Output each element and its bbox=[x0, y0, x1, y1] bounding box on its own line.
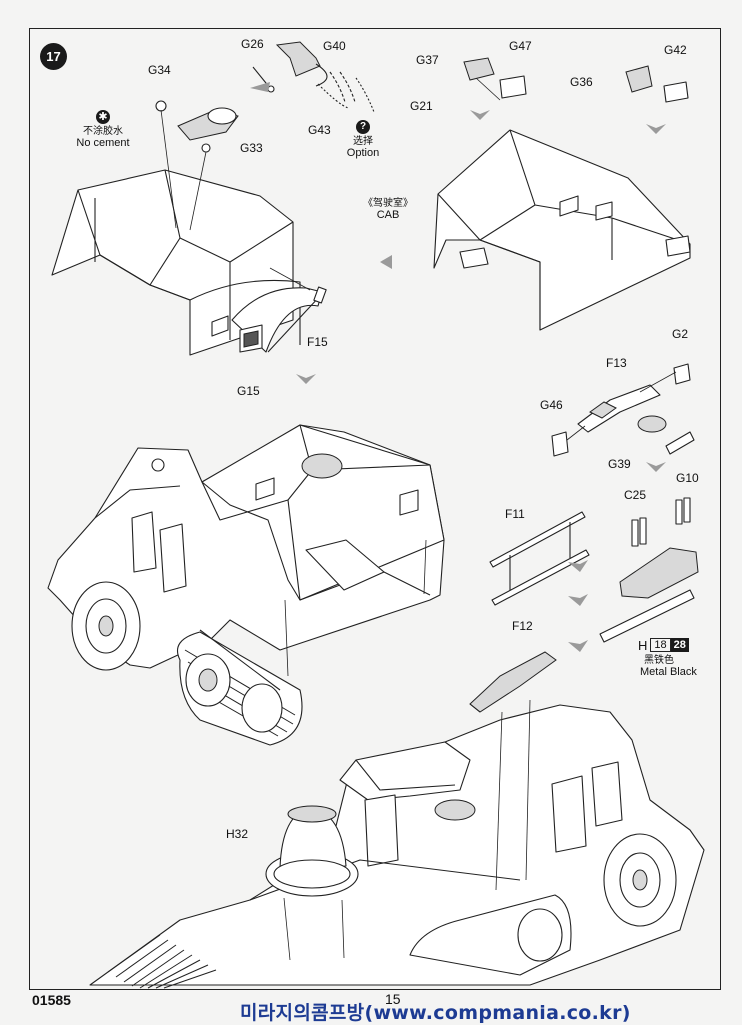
cab-shell bbox=[433, 77, 691, 331]
part-label-g26: G26 bbox=[241, 37, 264, 51]
cab-label-en: CAB bbox=[376, 209, 400, 221]
part-label-g33: G33 bbox=[240, 141, 263, 155]
part-label-g2: G2 bbox=[672, 327, 689, 341]
roof-rack-assembled bbox=[469, 651, 557, 713]
step-number-badge: 17 bbox=[40, 43, 67, 70]
h32-dome bbox=[265, 805, 359, 897]
part-label-g43: G43 bbox=[308, 123, 331, 137]
page-frame bbox=[29, 28, 721, 990]
paint-name-en: Metal Black bbox=[640, 666, 697, 678]
g34-bracket bbox=[155, 100, 239, 231]
option-en: Option bbox=[346, 147, 380, 159]
part-label-g47: G47 bbox=[509, 39, 532, 53]
part-label-g36: G36 bbox=[570, 75, 593, 89]
part-label-g34: G34 bbox=[148, 63, 171, 77]
part-label-g15: G15 bbox=[237, 384, 260, 398]
part-label-h32: H32 bbox=[226, 827, 249, 841]
part-label-f12: F12 bbox=[512, 619, 533, 633]
paint-code-2: 28 bbox=[670, 638, 689, 652]
no-cement-icon: ✱ bbox=[96, 110, 110, 124]
left-cab-shell bbox=[51, 169, 301, 356]
cab-label-zh: 《驾驶室》 bbox=[363, 198, 413, 209]
f15-door bbox=[231, 267, 327, 353]
paint-code-1: 18 bbox=[650, 638, 671, 652]
part-label-f15: F15 bbox=[307, 335, 328, 349]
part-label-g10: G10 bbox=[676, 471, 699, 485]
part-label-f11: F11 bbox=[505, 507, 525, 521]
part-label-g39: G39 bbox=[608, 457, 631, 471]
rear-vehicle bbox=[89, 699, 705, 989]
top-hardware bbox=[252, 41, 375, 113]
no-cement-zh: 不涂胶水 bbox=[83, 126, 123, 137]
paint-name-zh: 黑铁色 bbox=[644, 655, 674, 666]
part-label-g46: G46 bbox=[540, 398, 563, 412]
part-label-g42: G42 bbox=[664, 43, 687, 57]
direction-arrows bbox=[250, 82, 666, 652]
paint-callout: H 18 28 bbox=[638, 637, 689, 653]
part-label-g21: G21 bbox=[410, 99, 433, 113]
option-zh: 选择 bbox=[353, 136, 373, 147]
rack-parts bbox=[489, 363, 699, 643]
site-watermark: 미라지의콤프방(www.compmania.co.kr) bbox=[240, 1002, 631, 1024]
part-label-f13: F13 bbox=[606, 356, 627, 370]
no-cement-en: No cement bbox=[76, 137, 130, 149]
product-code: 01585 bbox=[32, 992, 71, 1008]
main-vehicle bbox=[47, 424, 445, 746]
page-number: 15 bbox=[385, 991, 401, 1007]
question-icon: ? bbox=[356, 120, 370, 134]
part-label-g40: G40 bbox=[323, 39, 346, 53]
part-label-g37: G37 bbox=[416, 53, 439, 67]
cab-small-parts bbox=[463, 57, 689, 103]
paint-part-letter: H bbox=[638, 637, 648, 653]
part-label-c25: C25 bbox=[624, 488, 647, 502]
